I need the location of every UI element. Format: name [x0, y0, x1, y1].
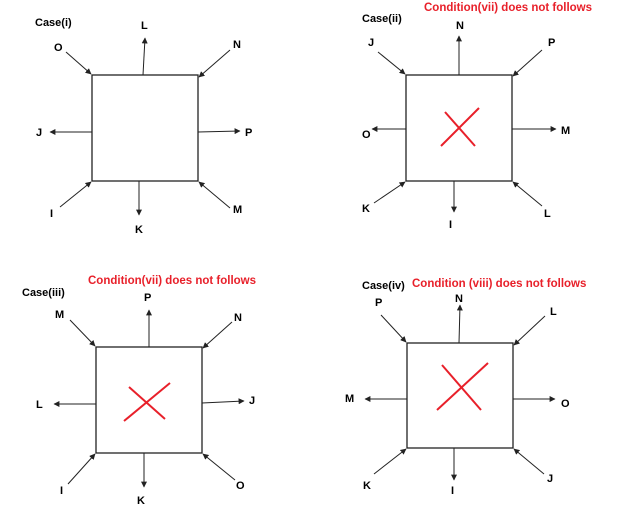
case-title: Case(ii)	[362, 13, 402, 25]
person-right: O	[561, 398, 570, 410]
arrow-top-left	[65, 51, 92, 75]
arrow-bottom-right	[202, 453, 236, 481]
person-left: M	[345, 393, 354, 405]
arrow-bottom-left	[67, 453, 96, 485]
person-bottom-left: I	[60, 485, 63, 497]
person-top-left: O	[54, 42, 63, 54]
person-bottom: K	[135, 224, 143, 236]
arrow-top	[141, 37, 148, 76]
arrow-bottom-left	[373, 181, 406, 204]
cross-mark-icon	[440, 107, 480, 147]
person-right: P	[245, 127, 252, 139]
person-top: N	[456, 20, 464, 32]
person-bottom-right: M	[233, 204, 242, 216]
square-table	[91, 74, 199, 182]
person-left: O	[362, 129, 371, 141]
arrow-top-left	[69, 319, 96, 347]
arrow-top-left	[377, 51, 406, 75]
condition-note: Condition(vii) does not follows	[88, 275, 256, 287]
person-top: P	[144, 292, 151, 304]
arrow-bottom-left	[373, 448, 407, 475]
arrow-top	[456, 304, 463, 344]
person-bottom: I	[451, 485, 454, 497]
case-title: Case(i)	[35, 17, 72, 29]
arrow-right	[197, 128, 241, 135]
arrow-right	[201, 398, 245, 405]
person-top-left: P	[375, 297, 382, 309]
arrow-top-right	[202, 321, 233, 349]
square-table	[406, 342, 514, 449]
case-1-panel: Case(i) L O N J P I K M	[35, 17, 252, 236]
arrow-top-right	[198, 49, 231, 78]
condition-note: Condition(vii) does not follows	[424, 2, 592, 14]
arrow-bottom-left	[59, 181, 92, 208]
person-top-right: N	[234, 312, 242, 324]
cross-mark-icon	[436, 362, 489, 411]
person-right: J	[249, 395, 255, 407]
person-bottom: I	[449, 219, 452, 231]
person-left: L	[36, 399, 43, 411]
arrow-bottom-right	[513, 448, 545, 475]
person-bottom-left: I	[50, 208, 53, 220]
case-4-panel: Case(iv) Condition (viii) does not follo…	[345, 278, 586, 497]
person-top-left: J	[368, 37, 374, 49]
person-top-left: M	[55, 309, 64, 321]
person-top-right: N	[233, 39, 241, 51]
arrow-bottom-right	[512, 181, 543, 207]
person-top: N	[455, 293, 463, 305]
person-bottom-left: K	[362, 203, 370, 215]
person-left: J	[36, 127, 42, 139]
case-title: Case(iv)	[362, 280, 405, 292]
person-top-right: P	[548, 37, 555, 49]
condition-note: Condition (viii) does not follows	[412, 278, 586, 290]
arrow-bottom-right	[198, 181, 231, 209]
cross-mark-icon	[123, 382, 171, 422]
person-top-right: L	[550, 306, 557, 318]
case-2-panel: Case(ii) Condition(vii) does not follows…	[362, 2, 592, 231]
person-bottom-left: K	[363, 480, 371, 492]
arrow-top-right	[513, 315, 546, 346]
person-right: M	[561, 125, 570, 137]
case-title: Case(iii)	[22, 287, 65, 299]
arrow-top-left	[380, 314, 407, 343]
person-top: L	[141, 20, 148, 32]
case-3-panel: Case(iii) Condition(vii) does not follow…	[22, 275, 256, 507]
person-bottom-right: L	[544, 208, 551, 220]
person-bottom-right: O	[236, 480, 245, 492]
person-bottom-right: J	[547, 473, 553, 485]
person-bottom: K	[137, 495, 145, 507]
arrow-top-right	[512, 49, 543, 77]
